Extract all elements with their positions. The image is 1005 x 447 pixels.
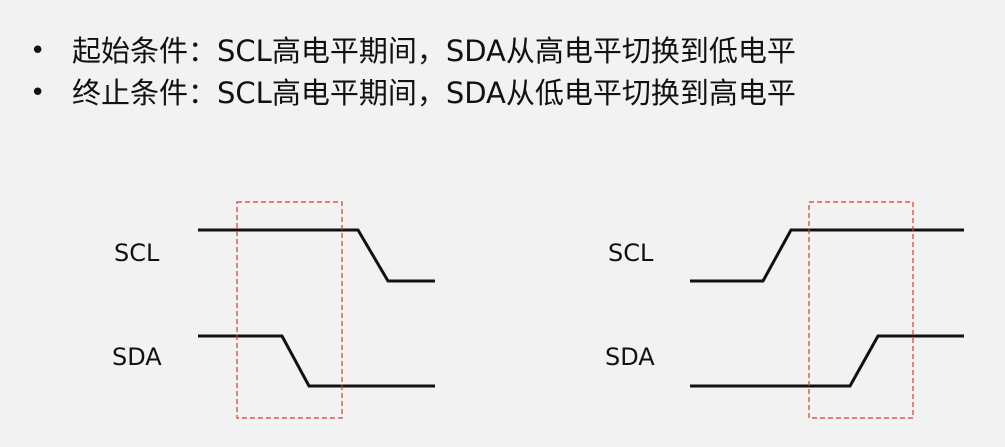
start-highlight-box (236, 201, 343, 419)
bullet-stop-condition: • 终止条件：SCL高电平期间，SDA从低电平切换到高电平 (22, 72, 992, 114)
bullet-text-stop: 终止条件：SCL高电平期间，SDA从低电平切换到高电平 (72, 76, 796, 110)
start-sda-label: SDA (112, 343, 162, 371)
stop-sda-waveform (690, 334, 964, 388)
stop-highlight-box (808, 201, 914, 419)
bullet-marker: • (30, 78, 46, 108)
stop-scl-waveform (690, 228, 964, 283)
bullet-marker: • (30, 36, 46, 66)
start-scl-waveform (198, 228, 435, 283)
bullet-start-condition: • 起始条件：SCL高电平期间，SDA从高电平切换到低电平 (22, 30, 992, 72)
start-sda-waveform (198, 334, 435, 388)
start-scl-label: SCL (114, 239, 160, 267)
bullet-text-start: 起始条件：SCL高电平期间，SDA从高电平切换到低电平 (72, 34, 796, 68)
bullet-list: • 起始条件：SCL高电平期间，SDA从高电平切换到低电平 • 终止条件：SCL… (22, 30, 992, 114)
stop-sda-label: SDA (605, 343, 655, 371)
stop-scl-label: SCL (608, 239, 654, 267)
